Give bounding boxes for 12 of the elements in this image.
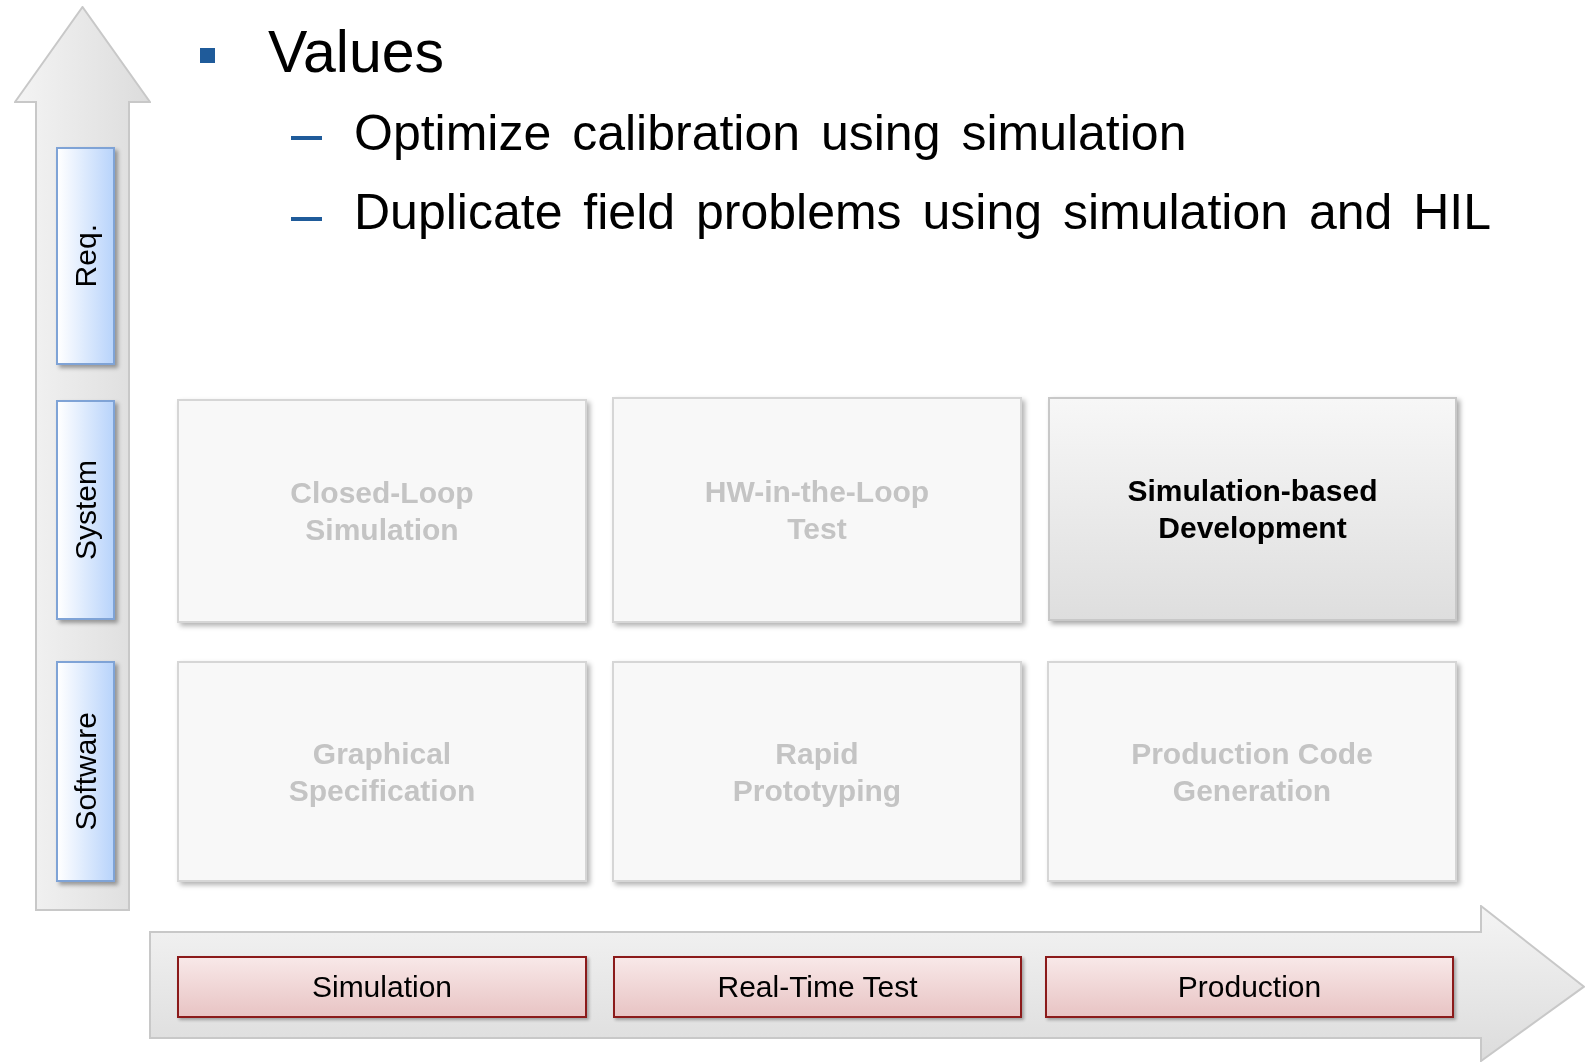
phase-box: Real-Time Test (613, 956, 1022, 1018)
phase-box: Production (1045, 956, 1454, 1018)
axis-arrow (14, 6, 151, 911)
bullet-text: Duplicate field problems using simulation and HIL (354, 183, 1492, 241)
heading-text: Values (268, 18, 445, 86)
level-box: System (56, 400, 115, 620)
bullet-text: Optimize calibration using simulation (354, 104, 1187, 162)
level-box: Req. (56, 147, 115, 365)
highlighted-method-box: Simulation-based Development (1048, 397, 1457, 621)
level-box: Software (56, 661, 115, 882)
phase-box: Simulation (177, 956, 587, 1018)
axis-arrow (149, 905, 1585, 1062)
